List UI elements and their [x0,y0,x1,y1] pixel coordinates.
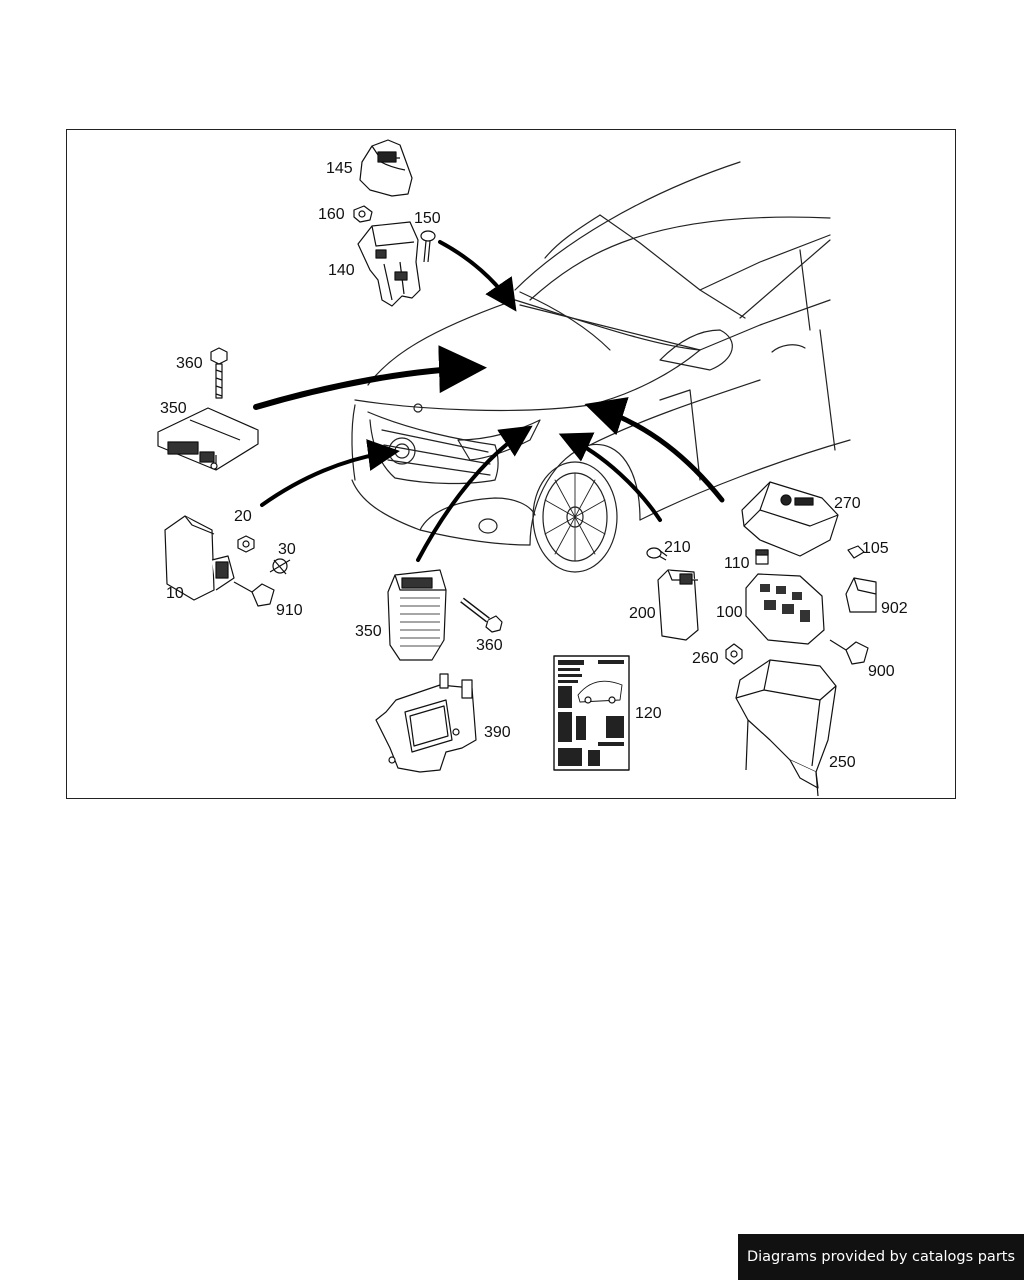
label-145[interactable]: 145 [326,160,353,177]
label-100[interactable]: 100 [716,604,743,621]
label-260[interactable]: 260 [692,650,719,667]
label-360-center[interactable]: 360 [476,637,503,654]
part-902-fuse-strip[interactable] [845,577,877,613]
label-210[interactable]: 210 [664,539,691,556]
part-145-cover[interactable] [359,139,413,197]
part-250-fuse-box-housing[interactable] [735,659,837,797]
part-20-nut[interactable] [237,535,255,553]
arrow-350b-to-hood [416,425,533,562]
part-390-bracket[interactable] [375,673,477,773]
part-10-radar-sensor[interactable] [164,515,235,601]
part-200-module[interactable] [657,569,699,641]
part-350-engine-control-module[interactable] [387,569,447,661]
part-160-nut[interactable] [353,205,373,223]
label-200[interactable]: 200 [629,605,656,622]
label-250[interactable]: 250 [829,754,856,771]
arrow-270-to-hood [584,397,725,503]
part-100-fuse-box[interactable] [745,573,825,645]
label-120[interactable]: 120 [635,705,662,722]
pointer-arrows [253,240,725,562]
label-902[interactable]: 902 [881,600,908,617]
arrow-150-to-windshield [438,240,517,312]
label-360[interactable]: 360 [176,355,203,372]
part-150-screw[interactable] [420,230,436,263]
footer-credit-banner: Diagrams provided by catalogs parts [738,1234,1024,1280]
part-number-labels: 145 160 150 140 360 350 20 30 10 910 350… [160,160,908,771]
label-10[interactable]: 10 [166,585,184,602]
arrow-200-to-hood [558,432,662,522]
label-910[interactable]: 910 [276,602,303,619]
label-390[interactable]: 390 [484,724,511,741]
part-910-connector[interactable] [233,581,275,607]
part-105-fuse[interactable] [847,545,865,559]
footer-credit-text: Diagrams provided by catalogs parts [746,1249,1016,1265]
label-30[interactable]: 30 [278,541,296,558]
part-110-relay[interactable] [755,549,769,565]
part-210-screw[interactable] [646,547,668,561]
arrow-350-to-hood [253,345,487,410]
label-350[interactable]: 350 [160,400,187,417]
part-120-label-sheet[interactable] [553,655,630,771]
arrow-10-to-grille [260,439,400,507]
label-900[interactable]: 900 [868,663,895,680]
label-160[interactable]: 160 [318,206,345,223]
diagram-frame [66,129,956,799]
part-900-connector[interactable] [829,639,869,665]
label-20[interactable]: 20 [234,508,252,525]
part-360-bolt[interactable] [210,347,228,399]
label-140[interactable]: 140 [328,262,355,279]
label-105[interactable]: 105 [862,540,889,557]
part-270-fuse-box-cover[interactable] [741,481,839,557]
part-140-control-unit[interactable] [357,221,421,307]
part-350-control-module[interactable] [157,407,259,471]
part-360-bolt-center[interactable] [460,597,503,633]
part-30-clip[interactable] [269,558,291,575]
label-270[interactable]: 270 [834,495,861,512]
part-260-nut[interactable] [725,643,743,665]
label-150[interactable]: 150 [414,210,441,227]
label-350-center[interactable]: 350 [355,623,382,640]
label-110[interactable]: 110 [724,555,750,572]
